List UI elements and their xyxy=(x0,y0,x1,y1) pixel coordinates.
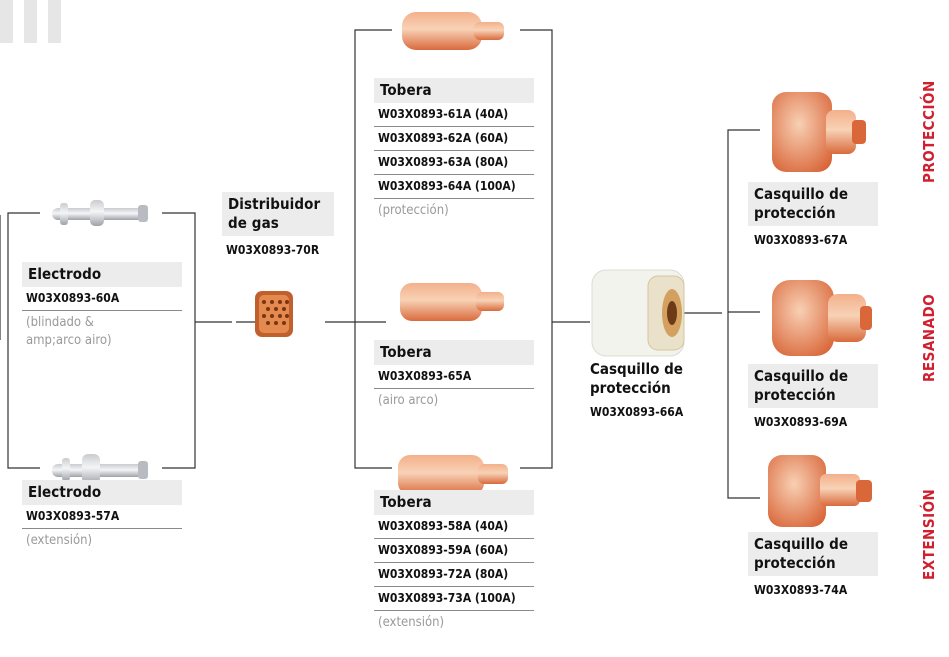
shield-cap-2-code: W03X0893-69A xyxy=(754,415,848,429)
nozzle-3-code-1: W03X0893-58A (40A) xyxy=(374,515,534,539)
shield-cap-card-2: Casquillo de protección W03X0893-69A xyxy=(748,364,908,431)
nozzle-bottom-image xyxy=(398,455,508,495)
nozzle-card-1: Tobera W03X0893-61A (40A) W03X0893-62A (… xyxy=(374,78,534,220)
electrode-1-code: W03X0893-60A xyxy=(22,287,182,311)
shield-cap-3-title: Casquillo de protección xyxy=(748,532,878,576)
electrode-card-1: Electrodo W03X0893-60A (blindado & amp;a… xyxy=(22,262,182,350)
shield-cap-top-image xyxy=(772,92,866,172)
electrode-2-code: W03X0893-57A xyxy=(22,505,182,529)
nozzle-2-title: Tobera xyxy=(374,340,534,365)
nozzle-3-code-3: W03X0893-72A (80A) xyxy=(374,563,534,587)
shield-cap-3-code: W03X0893-74A xyxy=(754,583,848,597)
electrode-1-title: Electrodo xyxy=(22,262,182,287)
shield-cap-2-title: Casquillo de protección xyxy=(748,364,878,408)
nozzle-3-code-4: W03X0893-73A (100A) xyxy=(374,587,534,611)
corner-decoration-1 xyxy=(0,0,13,43)
nozzle-3-code-2: W03X0893-59A (60A) xyxy=(374,539,534,563)
nozzle-card-2: Tobera W03X0893-65A (airo arco) xyxy=(374,340,534,410)
shield-cap-bottom-image xyxy=(768,455,872,527)
nozzle-card-3: Tobera W03X0893-58A (40A) W03X0893-59A (… xyxy=(374,490,534,632)
retaining-cap-card: Casquillo de protección W03X0893-66A xyxy=(590,360,720,421)
gas-distributor-code: W03X0893-70R xyxy=(226,243,320,257)
retaining-cap-image xyxy=(591,269,685,357)
electrode-bottom-image xyxy=(52,454,148,484)
corner-decoration-3 xyxy=(48,0,61,43)
electrode-1-note: (blindado & amp;arco airo) xyxy=(26,315,112,348)
shield-cap-1-title: Casquillo de protección xyxy=(748,182,878,226)
shield-cap-1-code: W03X0893-67A xyxy=(754,233,848,247)
electrode-card-2: Electrodo W03X0893-57A (extensión) xyxy=(22,480,182,550)
nozzle-1-note: (protección) xyxy=(378,203,449,218)
nozzle-1-code-3: W03X0893-63A (80A) xyxy=(374,151,534,175)
nozzle-2-note: (airo arco) xyxy=(378,393,439,408)
shield-cap-middle-image xyxy=(772,280,872,356)
nozzle-1-title: Tobera xyxy=(374,78,534,103)
shield-cap-card-3: Casquillo de protección W03X0893-74A xyxy=(748,532,908,599)
nozzle-1-code-4: W03X0893-64A (100A) xyxy=(374,175,534,199)
category-label-extension: EXTENSIÓN xyxy=(920,488,938,580)
gas-distributor-title: Distribuidor de gas xyxy=(222,192,334,236)
corner-decoration-2 xyxy=(24,0,37,43)
nozzle-1-code-1: W03X0893-61A (40A) xyxy=(374,103,534,127)
nozzle-3-note: (extensión) xyxy=(378,615,445,630)
nozzle-middle-image xyxy=(400,283,504,321)
category-label-proteccion: PROTECCIÓN xyxy=(920,80,938,183)
shield-cap-card-1: Casquillo de protección W03X0893-67A xyxy=(748,182,908,249)
gas-distributor-image xyxy=(255,291,293,337)
electrode-2-title: Electrodo xyxy=(22,480,182,505)
nozzle-top-image xyxy=(402,12,504,50)
nozzle-2-code-1: W03X0893-65A xyxy=(374,365,534,389)
retaining-cap-title: Casquillo de protección xyxy=(590,360,683,397)
nozzle-3-title: Tobera xyxy=(374,490,534,515)
gas-distributor-card: Distribuidor de gas W03X0893-70R xyxy=(222,192,342,259)
category-label-resanado: RESANADO xyxy=(920,293,938,382)
retaining-cap-code: W03X0893-66A xyxy=(590,405,684,419)
electrode-top-image xyxy=(52,200,148,226)
nozzle-1-code-2: W03X0893-62A (60A) xyxy=(374,127,534,151)
electrode-2-note: (extensión) xyxy=(26,533,93,548)
